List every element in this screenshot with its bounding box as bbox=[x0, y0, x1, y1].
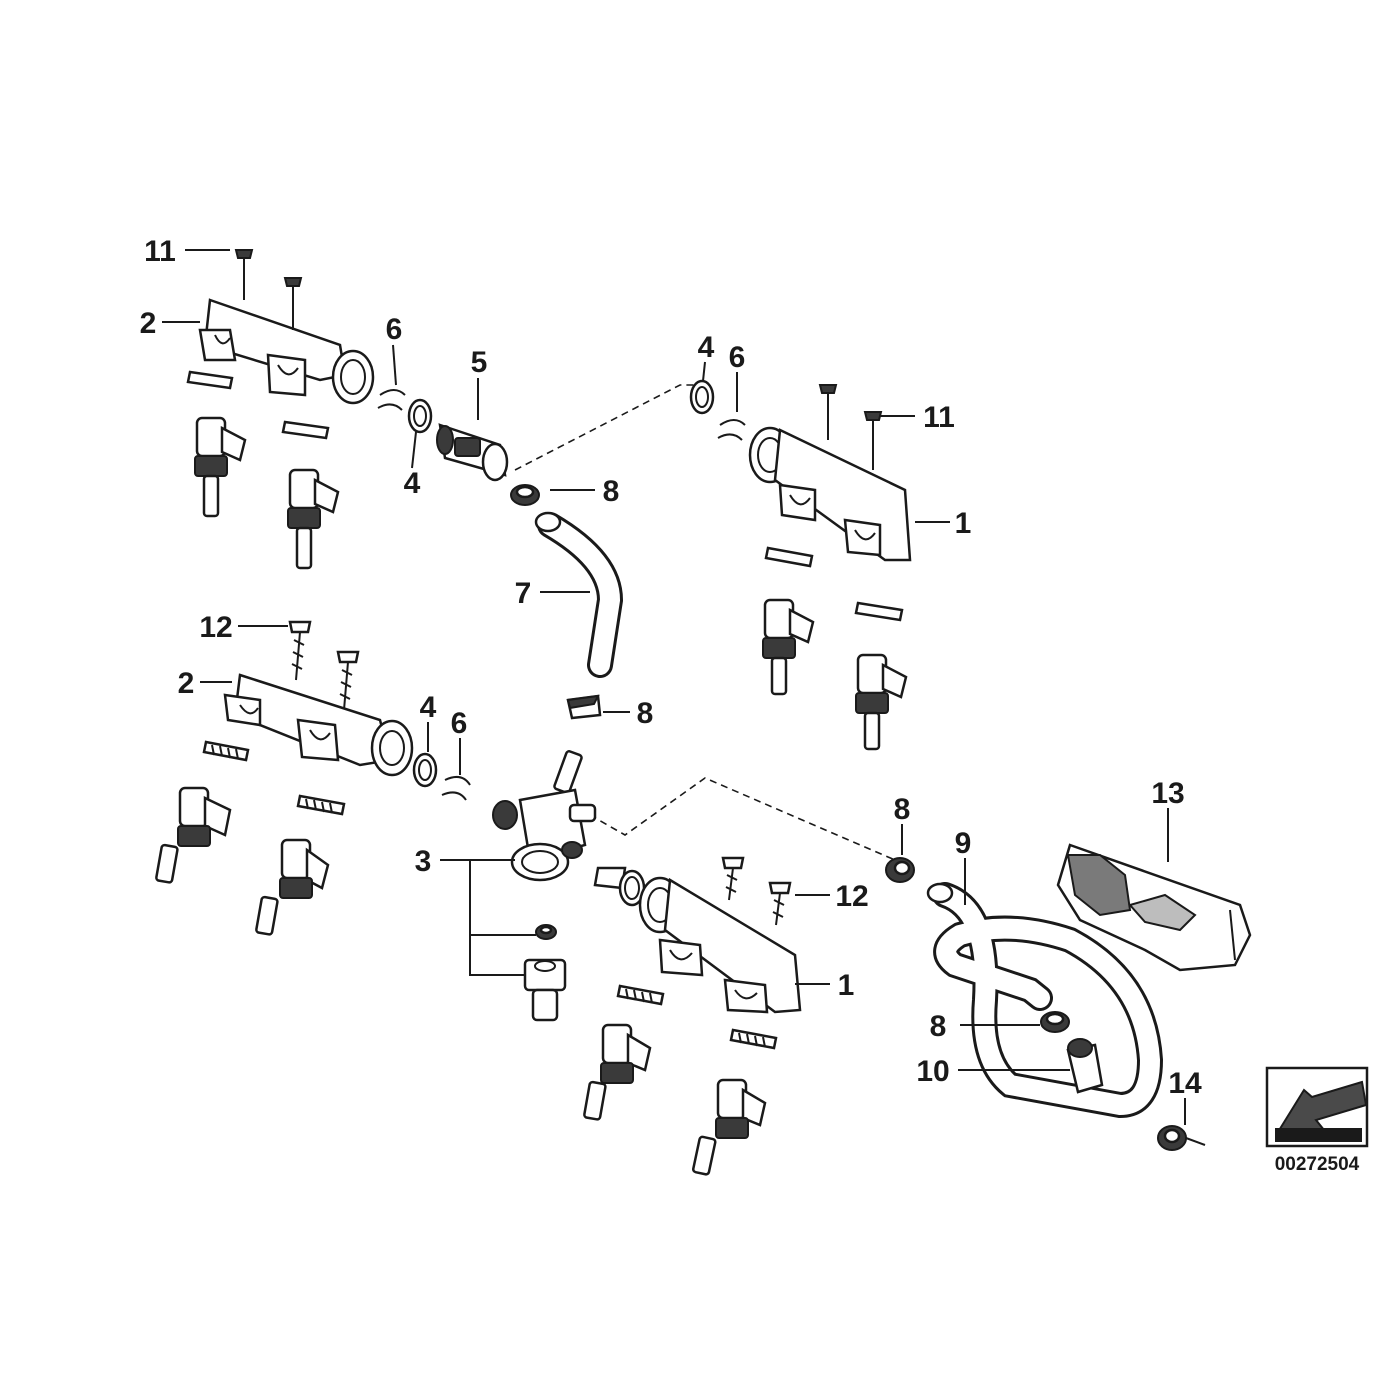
callout-14: 14 bbox=[1168, 1067, 1202, 1100]
callout-6-lower: 6 bbox=[451, 707, 468, 740]
clip-upper-right-2[interactable] bbox=[854, 601, 904, 622]
fastener-14[interactable] bbox=[1157, 1125, 1206, 1151]
callout-6-upper-right: 6 bbox=[729, 341, 746, 374]
hose-clamp-8-lower[interactable] bbox=[1040, 1011, 1070, 1033]
fuel-rail-lower-right[interactable] bbox=[638, 876, 802, 1014]
o-ring-4-upper-left[interactable] bbox=[407, 398, 433, 434]
callout-12-lower-left: 12 bbox=[199, 611, 232, 644]
callout-11-upper-right: 11 bbox=[923, 401, 955, 434]
callout-4-lower: 4 bbox=[420, 691, 437, 724]
injector-upper-left-2[interactable] bbox=[287, 468, 340, 570]
screw-lower-right-1[interactable] bbox=[721, 856, 745, 901]
injector-lower-left-1[interactable] bbox=[155, 786, 232, 884]
clip-6-upper-right[interactable] bbox=[717, 419, 746, 441]
callout-2-upper: 2 bbox=[140, 307, 157, 340]
screw-lower-left-1[interactable] bbox=[288, 620, 312, 681]
callout-13: 13 bbox=[1151, 777, 1184, 810]
callout-3: 3 bbox=[415, 845, 432, 878]
clip-lower-right-2[interactable] bbox=[729, 1028, 778, 1050]
diagram-number: 00272504 bbox=[1275, 1154, 1360, 1175]
connector-5[interactable] bbox=[436, 423, 509, 482]
o-ring-4-upper-right[interactable] bbox=[689, 379, 715, 415]
screw-lower-right-2[interactable] bbox=[768, 881, 792, 926]
clip-6-upper[interactable] bbox=[377, 389, 406, 411]
callout-9: 9 bbox=[955, 827, 972, 860]
valve-10[interactable] bbox=[1066, 1038, 1104, 1094]
callout-2-lower: 2 bbox=[178, 667, 195, 700]
hose-clamp-8-right[interactable] bbox=[885, 857, 915, 883]
callout-12-lower-right: 12 bbox=[835, 880, 868, 913]
callout-7: 7 bbox=[515, 577, 532, 610]
injector-lower-right-2[interactable] bbox=[691, 1078, 767, 1176]
clip-upper-left-2[interactable] bbox=[281, 420, 330, 440]
injector-upper-left-1[interactable] bbox=[194, 416, 247, 518]
o-ring-4-lower[interactable] bbox=[412, 752, 438, 788]
callout-11-upper-left: 11 bbox=[144, 235, 176, 268]
screw-upper-left-1[interactable] bbox=[234, 249, 254, 300]
callout-4-upper-right: 4 bbox=[698, 331, 715, 364]
callout-6-upper-left: 6 bbox=[386, 313, 403, 346]
seal-ring-small[interactable] bbox=[535, 924, 557, 940]
pressure-regulator-3[interactable] bbox=[492, 750, 597, 882]
o-ring-lower-right[interactable] bbox=[618, 869, 646, 907]
clip-upper-right-1[interactable] bbox=[764, 546, 814, 568]
callout-5: 5 bbox=[471, 346, 488, 379]
callout-1-lower: 1 bbox=[838, 969, 855, 1002]
callout-8-right: 8 bbox=[894, 793, 911, 826]
hose-9[interactable] bbox=[926, 882, 1164, 1119]
injector-lower-left-2[interactable] bbox=[255, 838, 330, 936]
cover-13[interactable] bbox=[1056, 843, 1252, 972]
callout-1-upper: 1 bbox=[955, 507, 972, 540]
fuel-rail-upper-left[interactable] bbox=[198, 298, 375, 405]
screw-upper-right-2[interactable] bbox=[863, 411, 883, 470]
clip-upper-left-1[interactable] bbox=[186, 370, 234, 390]
leader-lines bbox=[162, 249, 1186, 1125]
regulator-valve[interactable] bbox=[523, 958, 567, 1022]
callout-8-middle: 8 bbox=[637, 697, 654, 730]
hose-clamp-8-upper[interactable] bbox=[510, 484, 540, 506]
clip-6-lower[interactable] bbox=[441, 775, 471, 801]
injector-upper-right-1[interactable] bbox=[762, 598, 815, 696]
clip-lower-left-2[interactable] bbox=[296, 794, 346, 816]
connection-line-upper bbox=[514, 384, 700, 471]
callout-8-upper: 8 bbox=[603, 475, 620, 508]
injector-lower-right-1[interactable] bbox=[583, 1023, 652, 1121]
screw-upper-left-2[interactable] bbox=[283, 277, 303, 330]
connection-line-lower bbox=[589, 777, 896, 861]
fuel-rail-upper-right[interactable] bbox=[748, 426, 912, 562]
callout-4-upper-left: 4 bbox=[404, 467, 421, 500]
callout-8-lower: 8 bbox=[930, 1010, 947, 1043]
injector-upper-right-2[interactable] bbox=[855, 653, 908, 751]
clip-lower-right-1[interactable] bbox=[616, 984, 665, 1006]
screw-lower-left-2[interactable] bbox=[336, 650, 360, 711]
screw-upper-right-1[interactable] bbox=[818, 384, 838, 440]
callout-10: 10 bbox=[916, 1055, 949, 1088]
fuel-rail-lower-left[interactable] bbox=[223, 673, 414, 777]
hose-clamp-8-middle[interactable] bbox=[566, 694, 602, 720]
hose-7[interactable] bbox=[534, 511, 624, 678]
clip-lower-left-1[interactable] bbox=[202, 740, 250, 762]
down-left-arrow-icon[interactable] bbox=[1265, 1066, 1369, 1148]
